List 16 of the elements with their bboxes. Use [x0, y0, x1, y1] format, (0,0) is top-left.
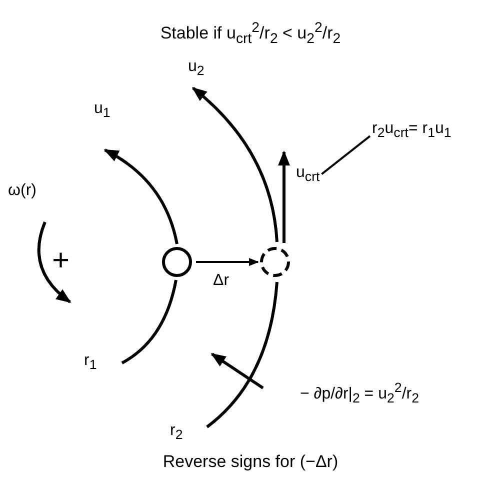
title: Stable if u$_{crt}$$^{2}$/r$_{2}$ < u$_{2}$$^{2}$/r$_{2}$ — [159, 20, 342, 48]
velocity-label: u$_{2}$ — [188, 58, 204, 78]
relation-label: r$_{2}$u$_{crt}$= r$_{1}$u$_{1}$ — [372, 120, 452, 140]
velocity-label: u$_{crt}$ — [296, 164, 320, 184]
rotation-label: ω(r) — [8, 182, 36, 200]
edge-label: Δr — [213, 272, 230, 290]
circle — [162, 247, 192, 277]
caption: Reverse signs for (−Δr) — [162, 452, 340, 472]
radius-label: r$_{1}$ — [84, 352, 97, 372]
radius-label: r$_{2}$ — [170, 422, 183, 442]
pressure-equation: − ∂p/∂r|$_{2}$ = u$_{2}$$^{2}$/r$_{2}$ — [300, 380, 420, 406]
leader-line — [321, 135, 371, 175]
dashed-circle — [260, 247, 290, 277]
velocity-label: u$_{1}$ — [94, 100, 110, 120]
arrow — [196, 258, 259, 266]
plus-sign: + — [52, 244, 70, 278]
